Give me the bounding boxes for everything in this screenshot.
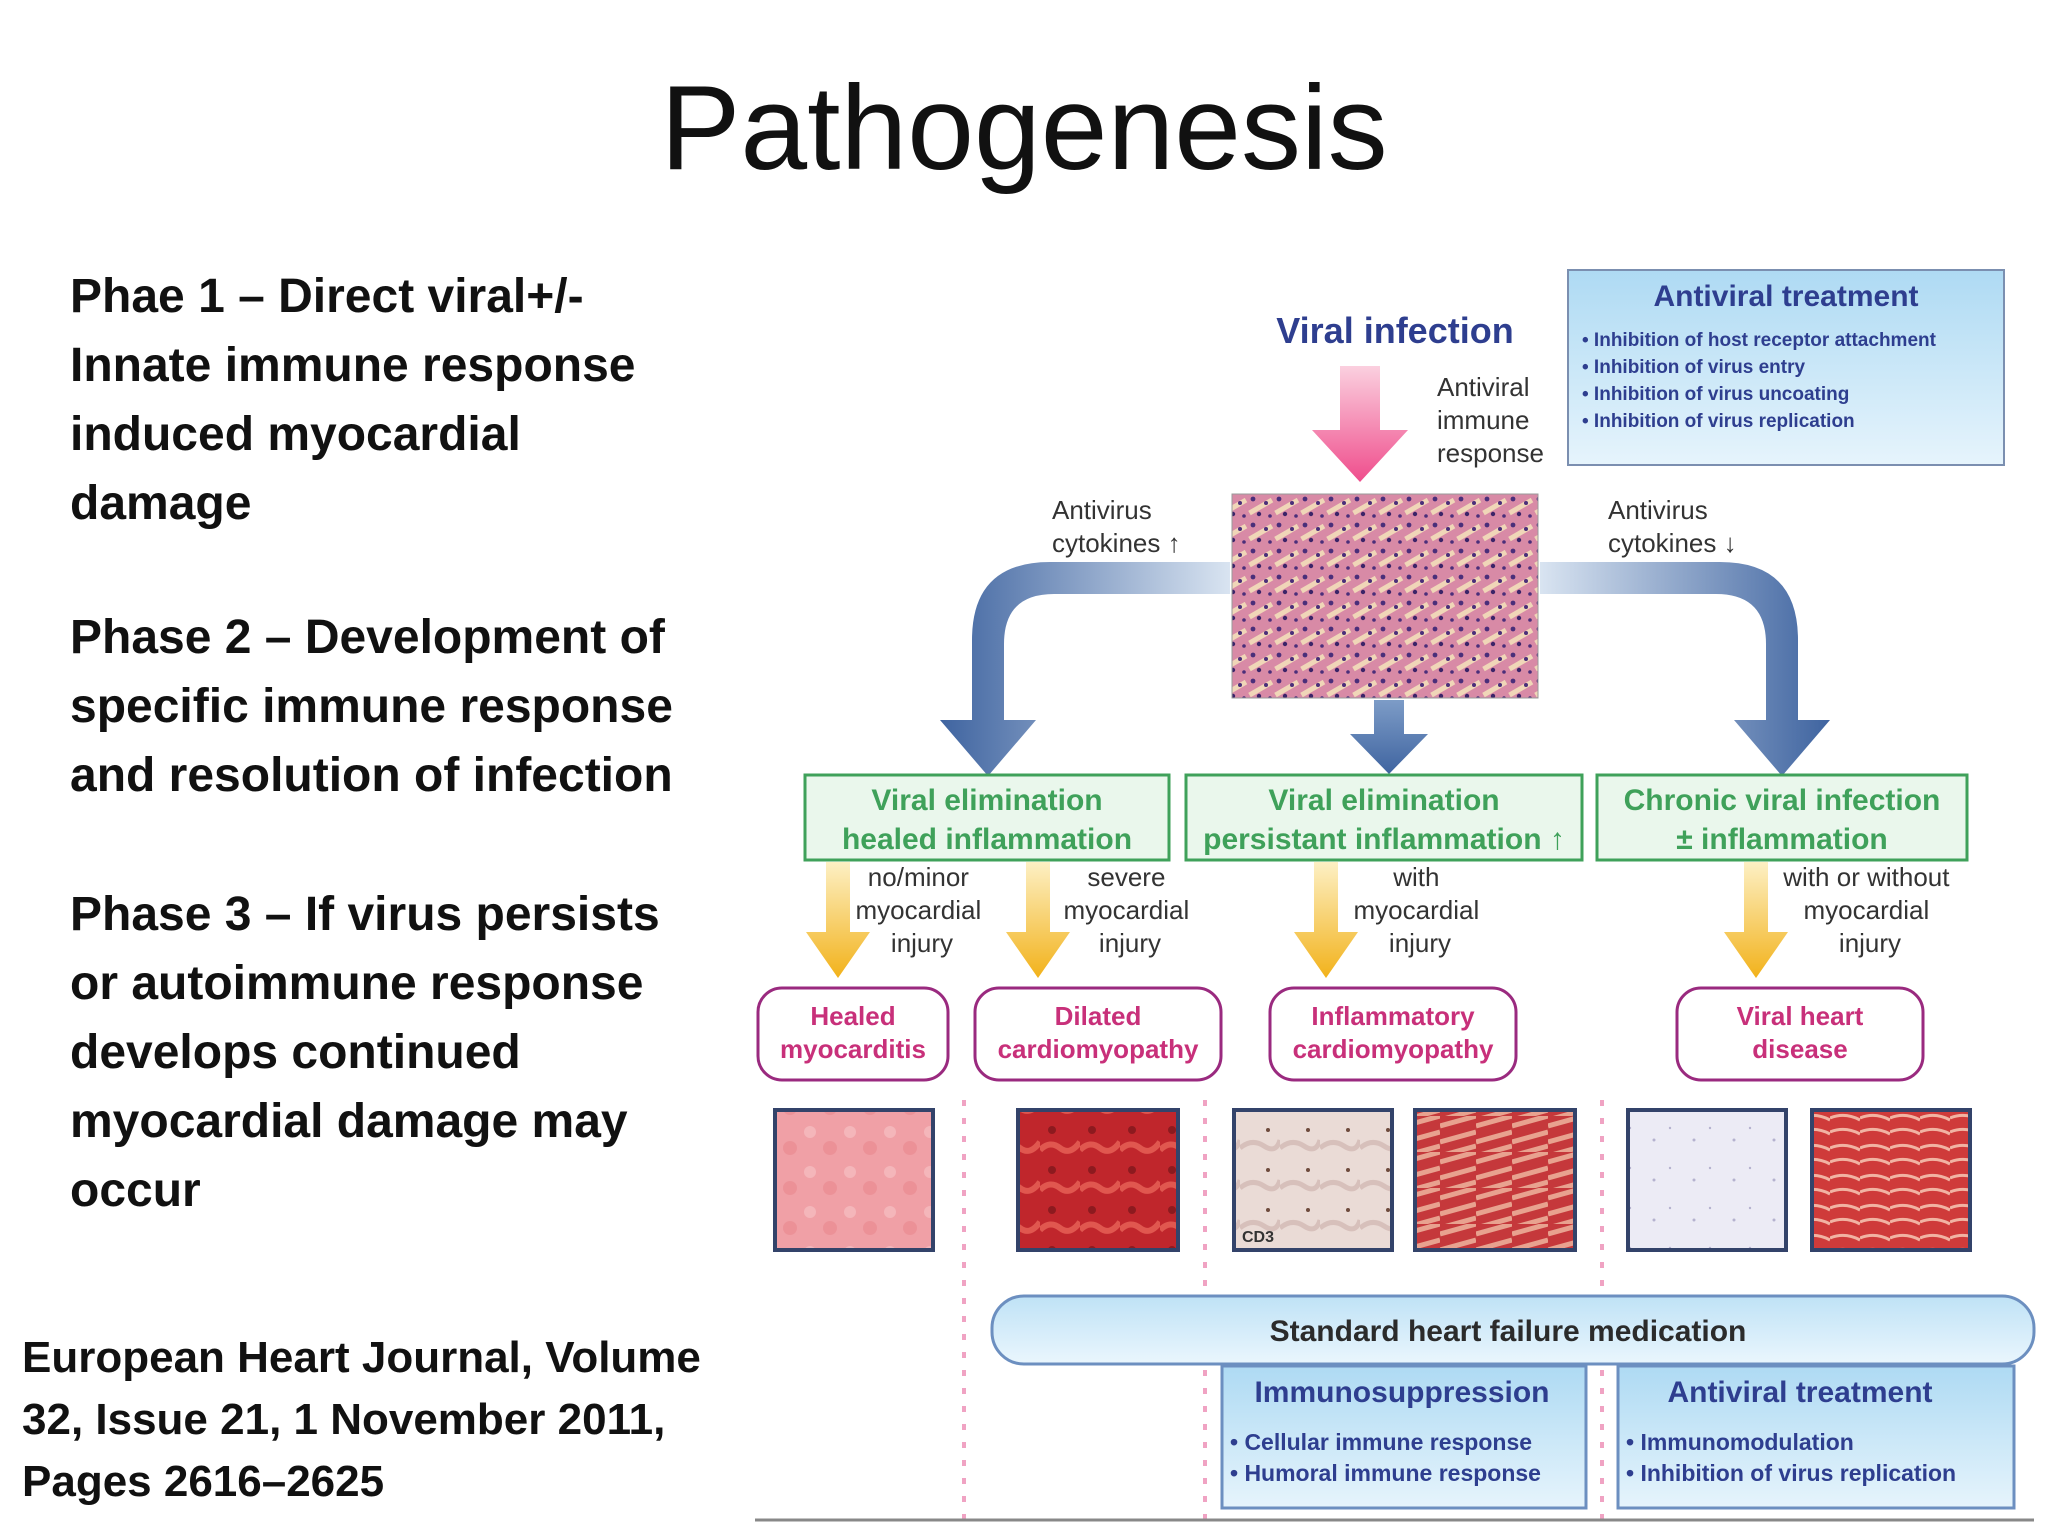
micrograph-healed — [773, 1108, 935, 1252]
injury-label-3: with myocardial injury — [1354, 862, 1487, 958]
immunosuppression-box: Immunosuppression • Cellular immune resp… — [1220, 1364, 1588, 1510]
injury-line: myocardial — [1064, 895, 1190, 925]
disease-box-healed-myocarditis: Healed myocarditis — [756, 986, 950, 1082]
cytokines-down-line: cytokines ↓ — [1608, 528, 1737, 558]
immunosuppression-item: • Humoral immune response — [1230, 1460, 1541, 1486]
disease-text: Inflammatory — [1311, 1001, 1475, 1031]
outcome-text: Viral elimination — [1268, 784, 1499, 817]
left-branch-arrow — [940, 562, 1230, 776]
middle-branch-arrow — [1350, 700, 1428, 774]
antiviral-treatment-top-box: Antiviral treatment • Inhibition of host… — [1567, 269, 2005, 466]
disease-box-inflammatory-cardiomyopathy: Inflammatory cardiomyopathy — [1268, 986, 1518, 1082]
standard-medication-text: Standard heart failure medication — [1270, 1315, 1747, 1348]
antiviral-treatment-top-title: Antiviral treatment — [1653, 280, 1918, 313]
immunosuppression-item: • Cellular immune response — [1230, 1429, 1532, 1455]
injury-line: injury — [1389, 928, 1451, 958]
antiviral-treatment-top-item: • Inhibition of host receptor attachment — [1582, 330, 1937, 351]
antiviral-immune-line: Antiviral — [1437, 372, 1529, 402]
antivirus-cytokines-down-label: Antivirus cytokines ↓ — [1608, 495, 1737, 558]
standard-medication-bar: Standard heart failure medication — [990, 1294, 2036, 1366]
antivirus-cytokines-up-label: Antivirus cytokines ↑ — [1052, 495, 1181, 558]
cytokines-up-line: cytokines ↑ — [1052, 528, 1181, 558]
injury-label-2: severe myocardial injury — [1064, 862, 1197, 958]
injury-arrow-3 — [1294, 862, 1358, 978]
antiviral-immune-line: immune — [1437, 405, 1529, 435]
disease-text: disease — [1752, 1034, 1847, 1064]
micrograph-cd3-label: CD3 — [1242, 1229, 1274, 1246]
outcome-text: ± inflammation — [1676, 823, 1887, 856]
antiviral-treatment-bottom-item: • Inhibition of virus replication — [1626, 1460, 1956, 1486]
reference-citation: European Heart Journal, Volume 32, Issue… — [22, 1333, 701, 1506]
injury-line: injury — [1839, 928, 1901, 958]
disease-text: Dilated — [1055, 1001, 1142, 1031]
injury-line: no/minor — [868, 862, 969, 892]
myocarditis-histology-image — [1231, 493, 1539, 699]
micrograph-cd3 — [1232, 1108, 1394, 1252]
phase-2-text: Phase 2 – Development of specific immune… — [70, 611, 673, 802]
immunosuppression-title: Immunosuppression — [1254, 1376, 1549, 1409]
disease-text: cardiomyopathy — [1293, 1034, 1494, 1064]
injury-arrow-4 — [1724, 862, 1788, 978]
micrograph-dilated — [1016, 1108, 1180, 1252]
injury-line: severe — [1087, 862, 1165, 892]
disease-text: myocarditis — [780, 1034, 926, 1064]
injury-line: myocardial — [856, 895, 982, 925]
viral-infection-label: Viral infection — [1276, 310, 1513, 351]
disease-box-dilated-cardiomyopathy: Dilated cardiomyopathy — [973, 986, 1223, 1082]
micrograph-inflammatory — [1413, 1108, 1577, 1252]
micrograph-viral — [1626, 1108, 1788, 1252]
antiviral-treatment-bottom-box: Antiviral treatment • Immunomodulation •… — [1616, 1364, 2016, 1510]
cytokines-up-line: Antivirus — [1052, 495, 1152, 525]
phase-1-text: Phae 1 – Direct viral+/- Innate immune r… — [70, 270, 636, 530]
outcome-text: persistant inflammation ↑ — [1203, 823, 1565, 856]
page-title: Pathogenesis — [660, 61, 1388, 195]
outcome-text: Viral elimination — [871, 784, 1102, 817]
outcome-text: Chronic viral infection — [1624, 784, 1941, 817]
antiviral-treatment-top-item: • Inhibition of virus replication — [1582, 411, 1855, 432]
antiviral-treatment-top-item: • Inhibition of virus entry — [1582, 357, 1805, 378]
outcome-box-chronic: Chronic viral infection ± inflammation — [1595, 773, 1969, 862]
disease-text: Viral heart — [1737, 1001, 1864, 1031]
viral-infection-arrow — [1312, 366, 1408, 482]
injury-line: myocardial — [1354, 895, 1480, 925]
antiviral-treatment-bottom-title: Antiviral treatment — [1667, 1376, 1932, 1409]
injury-line: injury — [891, 928, 953, 958]
injury-label-4: with or without myocardial injury — [1782, 862, 1956, 958]
injury-line: with or without — [1782, 862, 1950, 892]
antiviral-immune-response-label: Antiviral immune response — [1437, 372, 1544, 468]
antiviral-treatment-top-item: • Inhibition of virus uncoating — [1582, 384, 1849, 405]
cytokines-down-line: Antivirus — [1608, 495, 1708, 525]
outcome-box-persistent: Viral elimination persistant inflammatio… — [1184, 773, 1584, 862]
disease-text: cardiomyopathy — [998, 1034, 1199, 1064]
antiviral-immune-line: response — [1437, 438, 1544, 468]
right-branch-arrow — [1540, 562, 1830, 776]
outcome-text: healed inflammation — [842, 823, 1132, 856]
outcome-box-healed: Viral elimination healed inflammation — [803, 773, 1171, 862]
phase-3-text: Phase 3 – If virus persists or autoimmun… — [70, 888, 660, 1217]
disease-text: Healed — [810, 1001, 895, 1031]
injury-line: injury — [1099, 928, 1161, 958]
injury-line: myocardial — [1804, 895, 1930, 925]
injury-label-1: no/minor myocardial injury — [856, 862, 989, 958]
injury-arrow-2 — [1006, 862, 1070, 978]
antiviral-treatment-bottom-item: • Immunomodulation — [1626, 1429, 1854, 1455]
disease-box-viral-heart-disease: Viral heart disease — [1675, 986, 1925, 1082]
micrograph-viral-heart — [1810, 1108, 1972, 1252]
injury-arrow-1 — [806, 862, 870, 978]
injury-line: with — [1392, 862, 1439, 892]
